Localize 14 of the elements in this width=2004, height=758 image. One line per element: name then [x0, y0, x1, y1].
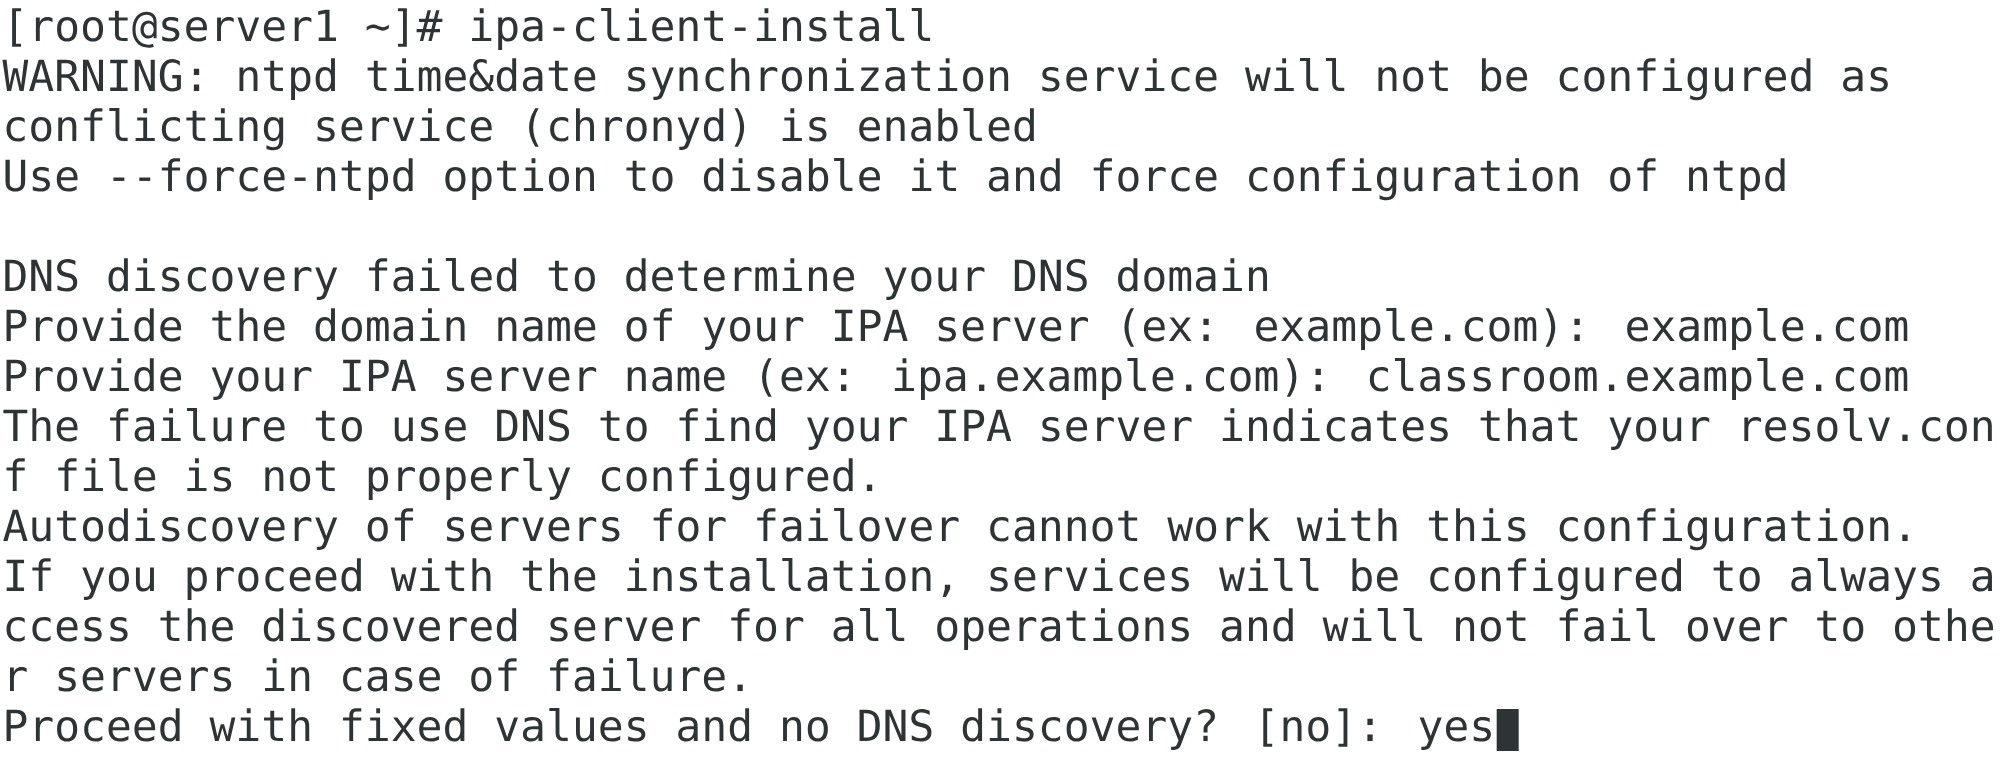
terminal-line: If you proceed with the installation, services will be configured to always a — [6, 558, 1992, 601]
terminal-line: The failure to use DNS to find your IPA server indicates that your resolv.con — [3, 408, 1992, 450]
terminal-line: r servers in case of failure. — [10, 658, 743, 692]
terminal-line: Use --force-ntpd option to disable it and force configuration of ntpd — [5, 158, 1785, 201]
terminal-line: WARNING: ntpd time&date synchronization service will not be configured as — [2, 58, 1888, 101]
terminal-line: DNS discovery failed to determine your DNS domain — [5, 258, 1267, 300]
terminal-line: f file is not properly configured. — [6, 458, 873, 501]
terminal-line: ccess the discovered server for all operations and will not fail over to othe — [6, 608, 1994, 650]
terminal-line: Autodiscovery of servers for failover cannot work with this configuration. — [3, 508, 1908, 551]
terminal-line: Provide the domain name of your IPA server (ex: example.com): example.com — [6, 308, 1908, 350]
terminal-line: [root@server1 ~]# ipa-client-install — [12, 8, 931, 50]
terminal-line: conflicting service (chronyd) is enabled — [6, 108, 1034, 151]
terminal-line: Proceed with fixed values and no DNS discovery? [no]: yes — [6, 708, 1491, 750]
terminal-line: Provide your IPA server name (ex: ipa.example.com): classroom.example.com — [6, 358, 1908, 400]
